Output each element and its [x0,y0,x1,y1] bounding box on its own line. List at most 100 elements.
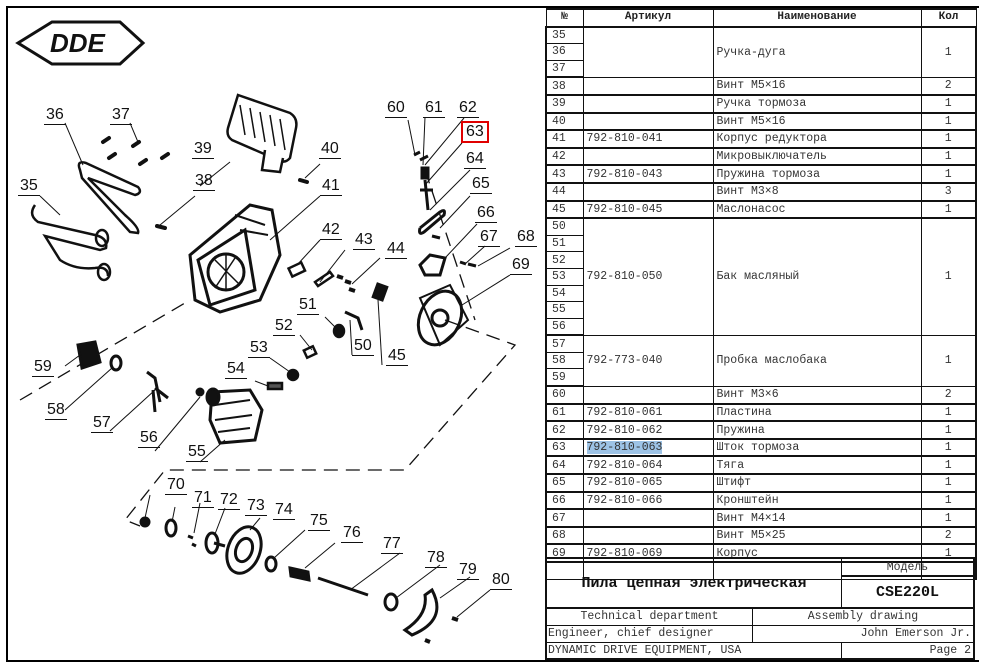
cell-number[interactable]: 57 [545,334,584,353]
callout-44[interactable]: 44 [385,240,407,259]
cell-qty[interactable]: 1 [920,455,977,476]
cell-name[interactable]: Шток тормоза [712,438,922,458]
cell-number[interactable]: 37 [545,59,584,79]
cell-article[interactable]: 792-773-040 [582,334,714,387]
cell-qty[interactable]: 1 [920,112,977,132]
cell-name[interactable]: Винт М4×14 [712,508,922,528]
cell-number[interactable]: 35 [545,26,584,45]
cell-name[interactable]: Штифт [712,473,922,493]
callout-43[interactable]: 43 [353,231,375,250]
callout-73[interactable]: 73 [245,497,267,516]
cell-name[interactable]: Пластина [712,403,922,423]
callout-36[interactable]: 36 [44,106,66,125]
table-row[interactable]: 53 [545,267,976,286]
callout-66[interactable]: 66 [475,204,497,223]
cell-article[interactable] [582,94,714,114]
callout-75[interactable]: 75 [308,512,330,531]
cell-name[interactable]: Кронштейн [712,491,922,511]
callout-42[interactable]: 42 [320,221,342,240]
cell-name[interactable]: Маслонасос [712,200,922,220]
cell-number[interactable]: 65 [545,473,584,493]
cell-article[interactable]: 792-810-050 [582,217,714,336]
cell-number[interactable]: 68 [545,526,584,546]
cell-qty[interactable]: 1 [920,164,977,184]
callout-51[interactable]: 51 [297,296,319,315]
cell-qty[interactable]: 2 [920,526,977,546]
callout-72[interactable]: 72 [218,491,240,510]
callout-70[interactable]: 70 [165,476,187,495]
callout-57[interactable]: 57 [91,414,113,433]
callout-59[interactable]: 59 [32,358,54,377]
callout-79[interactable]: 79 [457,561,479,580]
callout-39[interactable]: 39 [192,140,214,159]
table-row[interactable]: 59 [545,368,976,388]
cell-number[interactable]: 43 [545,164,584,184]
cell-qty[interactable]: 1 [920,420,977,440]
callout-53[interactable]: 53 [248,339,270,358]
cell-article[interactable]: 792-810-061 [582,403,714,423]
cell-article[interactable] [582,147,714,167]
callout-69[interactable]: 69 [510,256,532,275]
cell-number[interactable]: 64 [545,455,584,476]
cell-number[interactable]: 39 [545,94,584,114]
callout-41[interactable]: 41 [320,177,342,196]
callout-76[interactable]: 76 [341,524,363,543]
callout-77[interactable]: 77 [381,535,403,554]
cell-article[interactable]: 792-810-041 [582,129,714,149]
callout-62[interactable]: 62 [457,99,479,118]
callout-60[interactable]: 60 [385,99,407,118]
cell-qty[interactable]: 3 [920,182,977,202]
cell-number[interactable]: 63 [545,438,584,458]
cell-name[interactable]: Винт М5×16 [712,76,922,96]
callout-40[interactable]: 40 [319,140,341,159]
callout-56[interactable]: 56 [138,429,160,448]
cell-qty[interactable]: 1 [920,147,977,167]
callout-58[interactable]: 58 [45,401,67,420]
cell-article[interactable] [582,76,714,96]
table-row[interactable]: 56 [545,317,976,337]
cell-name[interactable]: Пружина [712,420,922,440]
cell-qty[interactable]: 1 [920,217,977,336]
cell-qty[interactable]: 1 [920,473,977,493]
cell-name[interactable]: Пробка маслобака [712,334,922,387]
callout-55[interactable]: 55 [186,443,208,462]
cell-qty[interactable]: 1 [920,200,977,220]
cell-number[interactable]: 59 [545,368,584,388]
cell-name[interactable]: Винт М3×6 [712,385,922,405]
cell-qty[interactable]: 1 [920,129,977,149]
table-row[interactable]: 51 [545,234,976,253]
cell-article[interactable] [582,112,714,132]
callout-71[interactable]: 71 [192,489,214,508]
cell-article[interactable]: 792-810-064 [582,455,714,476]
cell-article[interactable] [582,182,714,202]
cell-number[interactable]: 44 [545,182,584,202]
cell-name[interactable]: Корпус редуктора [712,129,922,149]
cell-number[interactable]: 50 [545,217,584,236]
cell-number[interactable]: 52 [545,251,584,269]
cell-article[interactable]: 792-810-045 [582,200,714,220]
cell-article[interactable]: 792-810-065 [582,473,714,493]
callout-68[interactable]: 68 [515,228,537,247]
callout-65[interactable]: 65 [470,175,492,194]
callout-74[interactable]: 74 [273,501,295,520]
cell-qty[interactable]: 2 [920,385,977,405]
selected-article-text[interactable]: 792-810-063 [586,441,663,455]
cell-number[interactable]: 36 [545,43,584,61]
cell-number[interactable]: 51 [545,234,584,253]
callout-78[interactable]: 78 [425,549,447,568]
cell-number[interactable]: 66 [545,491,584,511]
callout-37[interactable]: 37 [110,106,132,125]
